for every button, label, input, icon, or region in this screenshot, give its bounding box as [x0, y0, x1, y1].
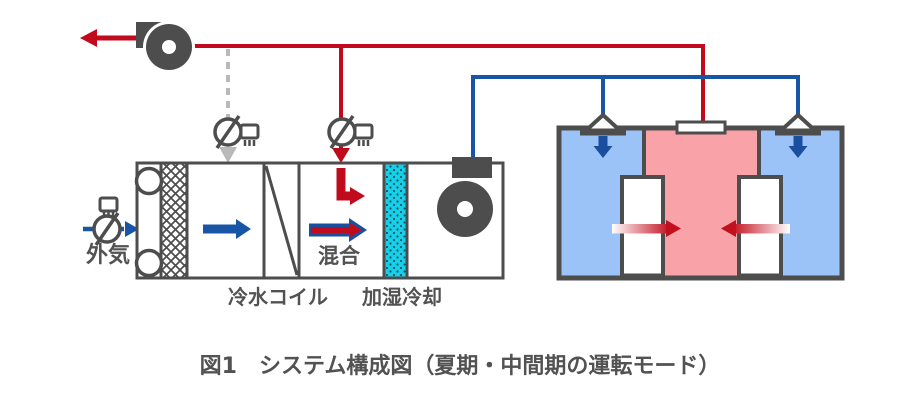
return-air-damper-icon	[327, 115, 374, 149]
supply-fan-icon	[434, 157, 496, 240]
return-air-mixing-arrow	[336, 168, 365, 205]
return-grille-icon	[675, 120, 727, 135]
exhaust-air-arrow	[80, 29, 136, 47]
cold-air-down-arrow-right	[788, 136, 808, 158]
gray-arrowhead-icon	[219, 147, 237, 163]
mixing-label: 混合	[318, 244, 360, 268]
bypass-damper-icon	[213, 115, 260, 149]
figure-caption: 図1 システム構成図（夏期・中間期の運転モード）	[199, 354, 721, 379]
prefilter-icon	[162, 164, 186, 277]
roll-filter-roller-bottom	[134, 248, 164, 278]
exhaust-fan-icon	[136, 21, 195, 73]
red-arrowhead-icon	[332, 148, 350, 163]
humidification-cooling-label: 加湿冷却	[362, 285, 442, 309]
chilled-water-coil-label: 冷水コイル	[228, 285, 328, 309]
outside-air-label: 外気	[85, 243, 130, 268]
cold-air-down-arrow-left	[593, 136, 613, 158]
cooling-coil-icon	[264, 165, 299, 276]
outside-air-arrow	[125, 221, 139, 237]
supply-diffuser-left-icon	[580, 113, 626, 136]
rack-heat-flow-arrow-left	[612, 220, 681, 237]
server-room	[556, 113, 845, 281]
outside-air-damper-icon	[83, 196, 139, 246]
fresh-air-flow-arrow	[203, 219, 251, 239]
roll-filter-roller-top	[134, 166, 164, 196]
mixed-air-flow-arrow	[309, 218, 367, 242]
rack-heat-flow-arrow-right	[721, 220, 790, 237]
supply-diffuser-right-icon	[775, 113, 821, 136]
hot-aisle-region	[644, 130, 759, 276]
